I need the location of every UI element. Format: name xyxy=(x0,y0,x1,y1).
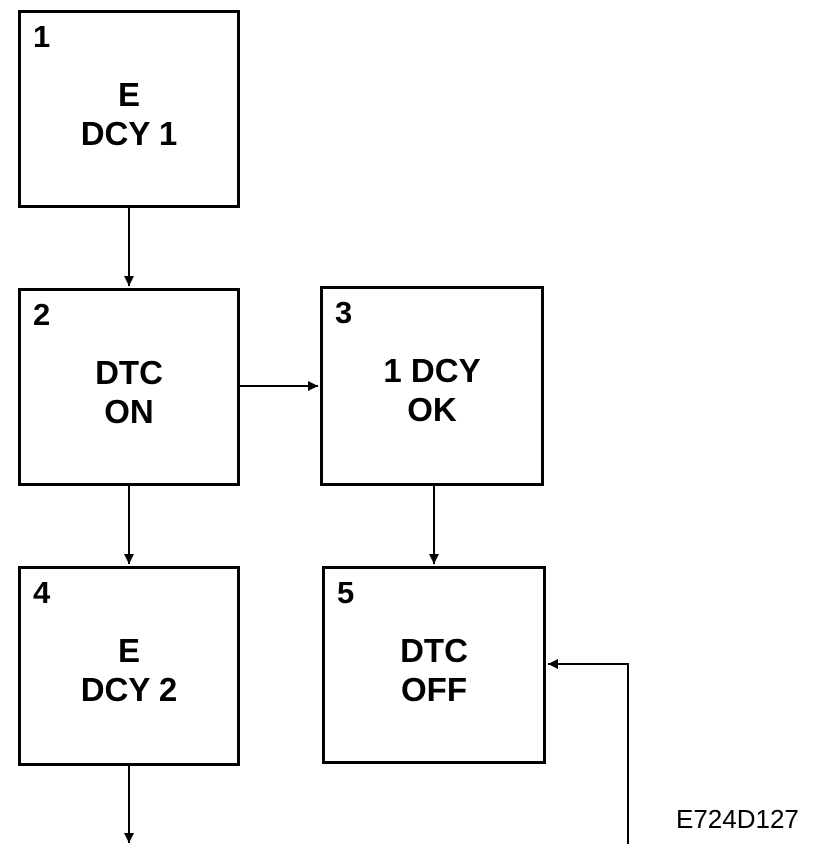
step-box-5: 5 DTC OFF xyxy=(322,566,546,764)
step-label-line: E xyxy=(117,632,140,669)
step-label: 1 DCY OK xyxy=(323,351,541,429)
step-label: DTC ON xyxy=(21,353,237,431)
step-label-line: E xyxy=(117,76,140,113)
step-label-line: OFF xyxy=(401,671,467,708)
step-box-2: 2 DTC ON xyxy=(18,288,240,486)
arrow-into-5 xyxy=(548,659,629,844)
step-label-line: DCY 2 xyxy=(80,671,178,708)
step-label-line: 1 DCY xyxy=(383,352,481,389)
step-label-line: DTC xyxy=(95,354,163,391)
step-label-line: OK xyxy=(407,391,457,428)
step-number: 1 xyxy=(33,19,51,54)
step-label-line: DCY 1 xyxy=(80,115,178,152)
step-number: 5 xyxy=(337,575,355,610)
step-number: 4 xyxy=(33,575,51,610)
step-label: E DCY 2 xyxy=(21,631,237,709)
step-number: 3 xyxy=(335,295,353,330)
step-label-line: DTC xyxy=(400,632,468,669)
step-label-line: ON xyxy=(104,393,154,430)
step-box-3: 3 1 DCY OK xyxy=(320,286,544,486)
step-box-1: 1 E DCY 1 xyxy=(18,10,240,208)
step-box-4: 4 E DCY 2 xyxy=(18,566,240,766)
step-label: E DCY 1 xyxy=(21,75,237,153)
step-number: 2 xyxy=(33,297,51,332)
figure-code: E724D127 xyxy=(676,804,799,834)
step-label: DTC OFF xyxy=(325,631,543,709)
